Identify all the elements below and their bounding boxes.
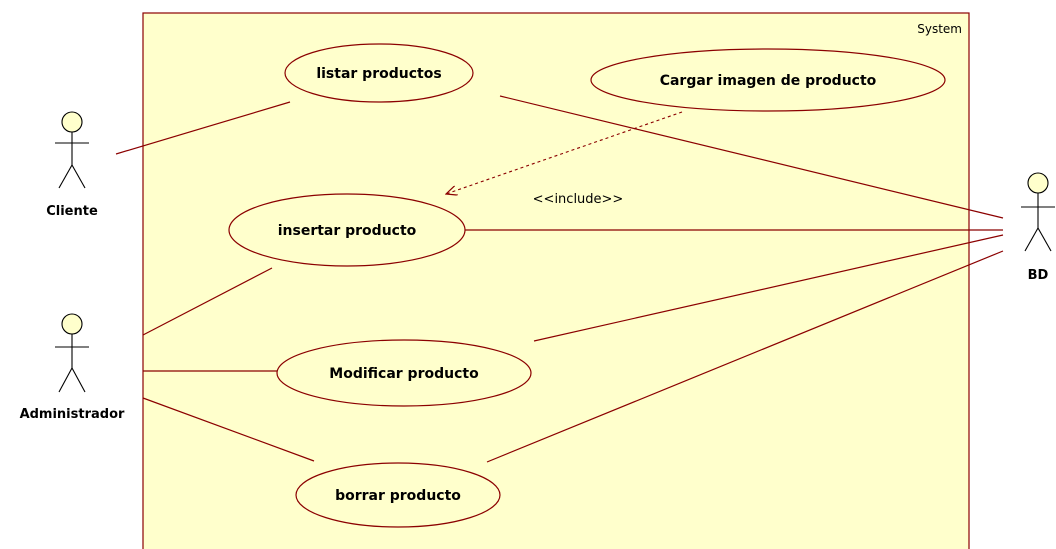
use-case-modificar-label: Modificar producto [329,366,479,382]
use-case-borrar-label: borrar producto [335,488,461,504]
use-case-listar-label: listar productos [316,66,441,82]
actor-bd [1021,172,1055,252]
system-label: System [917,22,962,36]
use-case-listar: listar productos [284,43,474,103]
use-case-modificar: Modificar producto [276,339,532,407]
actor-bd-label: BD [1028,268,1049,283]
use-case-insertar-label: insertar producto [278,223,417,239]
assoc-listar-bd [499,95,1004,219]
use-case-cargar: Cargar imagen de producto [590,48,946,112]
assoc-modificar-bd [533,234,1004,342]
actor-bd-head [1027,172,1049,194]
actor-administrador-label: Administrador [20,407,125,422]
assoc-borrar-bd [486,250,1004,463]
actor-cliente-label: Cliente [46,204,98,219]
use-case-insertar: insertar producto [228,193,466,267]
include-label: <<include>> [533,192,624,207]
assoc-cliente-listar [115,101,291,155]
assoc-admin-borrar [142,397,315,462]
associations [115,95,1004,463]
use-case-borrar: borrar producto [295,462,501,528]
actor-administrador-head [61,313,83,335]
actor-administrador [55,313,89,393]
assoc-admin-insertar [142,267,273,336]
actor-cliente [55,111,89,189]
use-case-cargar-label: Cargar imagen de producto [660,73,877,89]
actor-cliente-head [61,111,83,133]
